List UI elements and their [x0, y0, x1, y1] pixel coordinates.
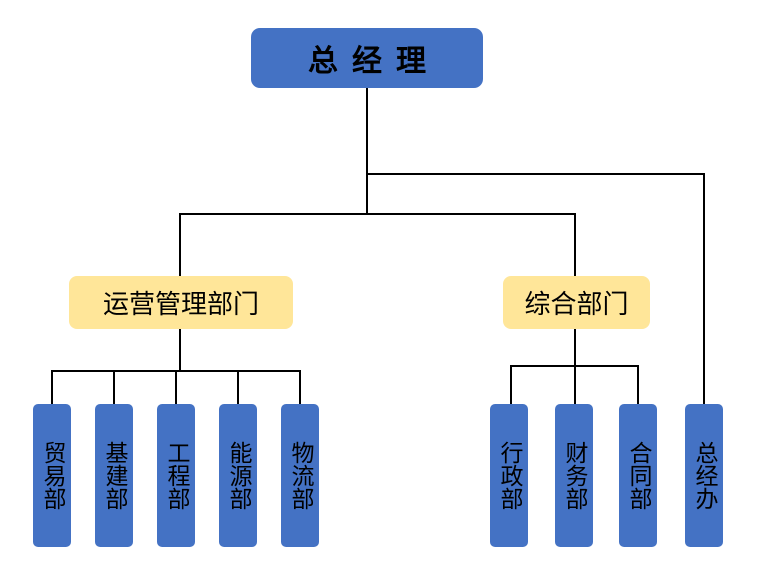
dept-finance-box: 财务部 — [555, 404, 593, 547]
dept-administration-label: 行政部 — [496, 441, 522, 510]
dept-engineering-label: 工程部 — [163, 441, 189, 510]
operations-management-group-box: 运营管理部门 — [69, 276, 293, 329]
dept-trade-box: 贸易部 — [33, 404, 71, 547]
general-affairs-group-box: 综合部门 — [503, 276, 650, 329]
dept-administration-box: 行政部 — [490, 404, 528, 547]
general-affairs-group-label: 综合部门 — [524, 290, 629, 320]
dept-energy-box: 能源部 — [219, 404, 257, 547]
branch-to-groups — [179, 213, 576, 276]
dept-contract-box: 合同部 — [619, 404, 657, 547]
dept-gm-office-label: 总经办 — [691, 441, 717, 510]
branch-to-office — [367, 173, 705, 404]
dept-construction-box: 基建部 — [95, 404, 133, 547]
dept-engineering-box: 工程部 — [157, 404, 195, 547]
dept-gm-office-box: 总经办 — [685, 404, 723, 547]
operations-management-group-label: 运营管理部门 — [102, 290, 259, 320]
dept-logistics-box: 物流部 — [281, 404, 319, 547]
dept-finance-label: 财务部 — [561, 441, 587, 510]
dept-energy-label: 能源部 — [225, 441, 251, 510]
general-connector — [510, 329, 639, 404]
ops-connector — [51, 329, 301, 404]
dept-trade-label: 贸易部 — [39, 441, 65, 510]
general-manager-box: 总经理 — [251, 28, 483, 88]
dept-construction-label: 基建部 — [101, 441, 127, 510]
general-manager-label: 总经理 — [308, 44, 440, 79]
dept-contract-label: 合同部 — [625, 441, 651, 510]
dept-logistics-label: 物流部 — [287, 441, 313, 510]
